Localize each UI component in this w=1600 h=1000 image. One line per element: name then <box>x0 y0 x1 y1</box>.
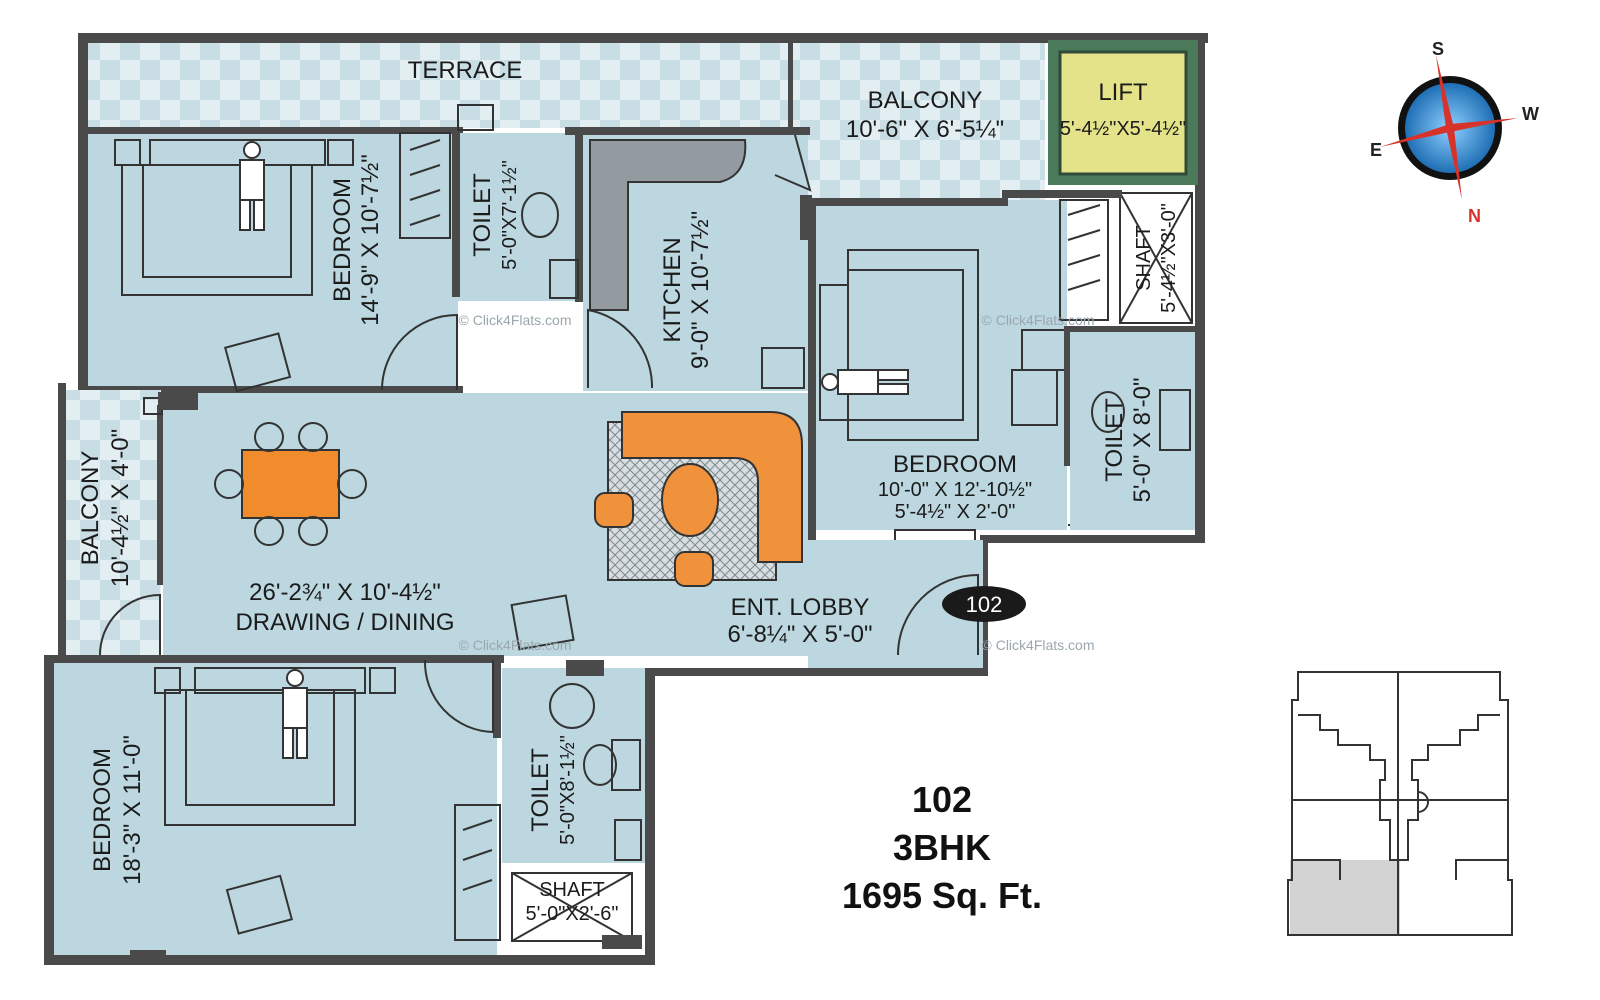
lift-size: 5'-4½"X5'-4½" <box>1060 118 1186 140</box>
toilet2-size: 5'-0" X 8'-0" <box>1129 378 1156 503</box>
info-unit: 102 <box>912 779 972 820</box>
shaft-1: SHAFT 5'-4½"X3'-0" <box>1119 192 1193 324</box>
toilet-3: TOILET 5'-0"X8'-1½" <box>502 660 645 863</box>
toilet3-size: 5'-0"X8'-1½" <box>557 735 579 845</box>
watermark: © Click4Flats.com <box>459 312 572 328</box>
bedroom3-name: BEDROOM <box>89 748 116 872</box>
bedroom2-size2: 5'-4½" X 2'-0" <box>895 501 1016 523</box>
toilet1-size: 5'-0"X7'-1½" <box>499 160 521 270</box>
toilet-1: TOILET 5'-0"X7'-1½" <box>452 104 583 302</box>
balcony-top-name: BALCONY <box>868 87 983 114</box>
kitchen-name: KITCHEN <box>659 237 686 342</box>
watermark: © Click4Flats.com <box>982 312 1095 328</box>
shaft2-name: SHAFT <box>539 879 605 901</box>
bedroom-1: BEDROOM 14'-9" X 10'-7½" <box>83 127 463 394</box>
balcony-left: BALCONY 10'-4½" X 4'-0" <box>66 390 163 658</box>
drawing-dining: 26'-2¾" X 10'-4½" DRAWING / DINING ENT. … <box>158 392 983 668</box>
balcony-top-size: 10'-6" X 6'-5¼" <box>846 116 1004 143</box>
lobby-name: ENT. LOBBY <box>731 594 870 621</box>
toilet-2: TOILET 5'-0" X 8'-0" <box>1064 326 1200 530</box>
bedroom3-size: 18'-3" X 11'-0" <box>119 735 146 885</box>
watermark: © Click4Flats.com <box>459 637 572 653</box>
walls <box>44 33 1208 965</box>
kitchen-size: 9'-0" X 10'-7½" <box>687 211 714 369</box>
lift: LIFT 5'-4½"X5'-4½" <box>1048 40 1198 185</box>
terrace: TERRACE <box>88 43 788 128</box>
shaft-2: SHAFT 5'-0"X2'-6" <box>511 872 642 949</box>
compass-north: N <box>1468 206 1481 226</box>
toilet1-name: TOILET <box>469 173 496 257</box>
compass-icon: S N E W <box>1370 39 1539 226</box>
info-type: 3BHK <box>893 827 991 868</box>
bedroom-2: BEDROOM 10'-0" X 12'-10½" 5'-4½" X 2'-0" <box>808 190 1130 658</box>
kitchen: KITCHEN 9'-0" X 10'-7½" <box>565 127 812 411</box>
bedroom1-size: 14'-9" X 10'-7½" <box>357 154 384 326</box>
shaft1-name: SHAFT <box>1133 225 1155 291</box>
compass-east: E <box>1370 140 1382 160</box>
toilet2-name: TOILET <box>1101 398 1128 482</box>
balcony-top: BALCONY 10'-6" X 6'-5¼" <box>788 38 1045 200</box>
shaft2-size: 5'-0"X2'-6" <box>526 903 619 925</box>
shaft1-size: 5'-4½"X3'-0" <box>1158 203 1180 313</box>
watermark: © Click4Flats.com <box>982 637 1095 653</box>
drawing-name: DRAWING / DINING <box>235 609 454 636</box>
bedroom2-name: BEDROOM <box>893 451 1017 478</box>
lobby-size: 6'-8¼" X 5'-0" <box>728 621 873 648</box>
compass-south: S <box>1432 39 1444 59</box>
bedroom-3: BEDROOM 18'-3" X 11'-0" <box>44 655 504 964</box>
balcony-left-size: 10'-4½" X 4'-0" <box>107 429 134 587</box>
lift-name: LIFT <box>1098 79 1148 106</box>
info-area: 1695 Sq. Ft. <box>842 875 1042 916</box>
unit-info: 102 3BHK 1695 Sq. Ft. <box>842 779 1042 916</box>
key-plan <box>1287 671 1513 936</box>
unit-badge-label: 102 <box>966 592 1003 617</box>
bedroom2-size1: 10'-0" X 12'-10½" <box>878 479 1032 501</box>
drawing-size: 26'-2¾" X 10'-4½" <box>249 579 441 606</box>
wardrobe-1 <box>399 132 451 239</box>
bedroom1-name: BEDROOM <box>329 178 356 302</box>
terrace-label: TERRACE <box>408 57 523 84</box>
toilet3-name: TOILET <box>527 748 554 832</box>
balcony-left-name: BALCONY <box>77 451 104 566</box>
unit-badge: 102 <box>942 586 1026 622</box>
compass-west: W <box>1522 104 1539 124</box>
